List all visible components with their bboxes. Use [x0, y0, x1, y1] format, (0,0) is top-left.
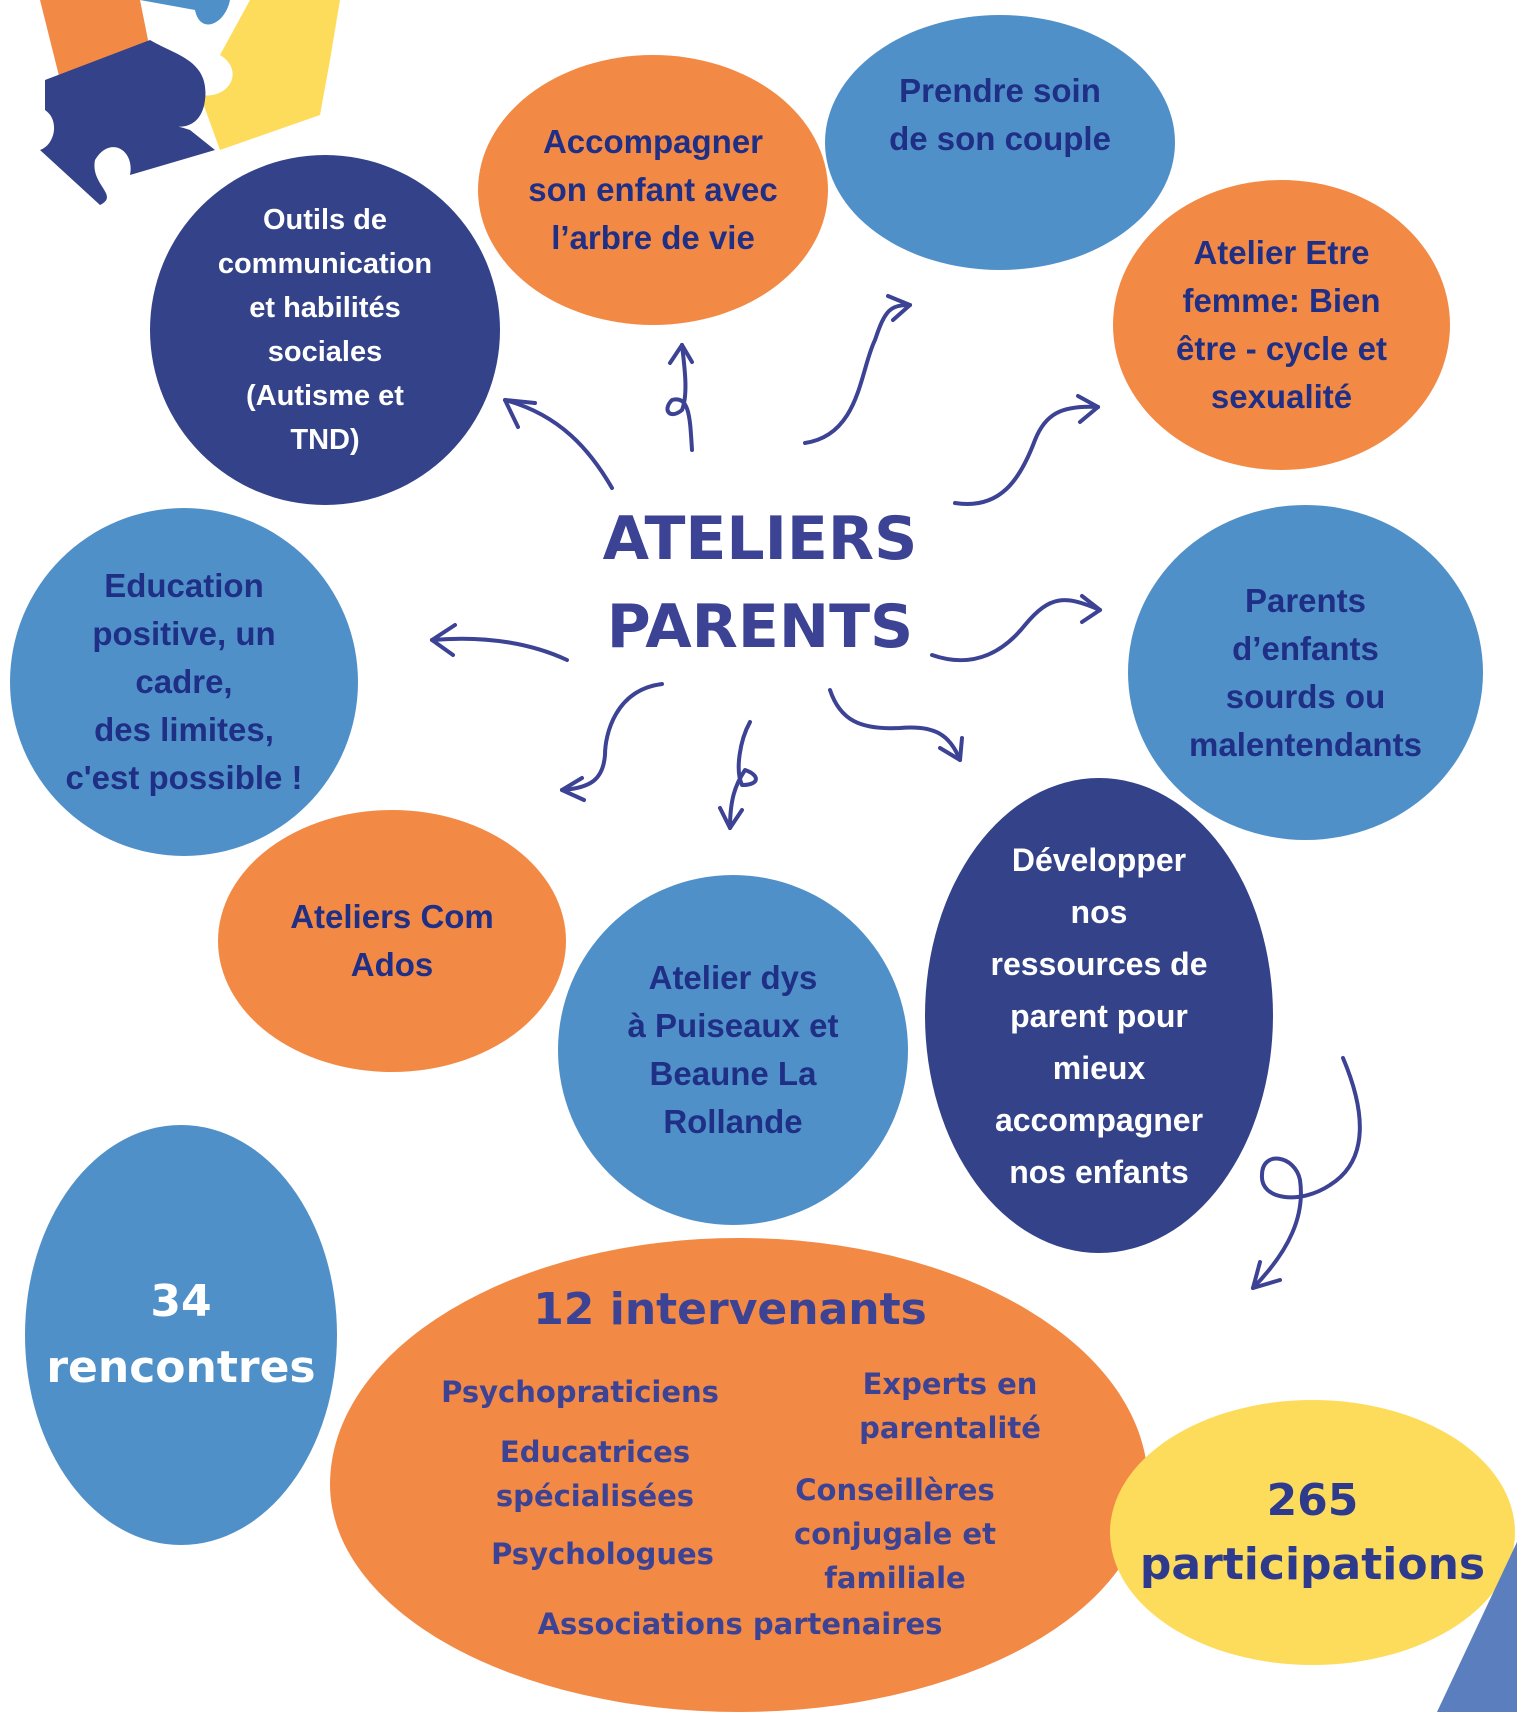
bubble-ados-label: Ateliers Com Ados	[290, 898, 494, 983]
role-associations: Associations partenaires	[537, 1607, 943, 1641]
bubble-couple: Prendre soin de son couple	[825, 15, 1175, 270]
bubble-etre-femme: Atelier Etre femme: Bien être - cycle et…	[1113, 180, 1450, 470]
bubble-parents-sourds-label: Parents d’enfants sourds ou malentendant…	[1189, 581, 1422, 763]
role-educatrices: Educatrices spécialisées	[495, 1435, 695, 1513]
role-experts: Experts en parentalité	[859, 1367, 1041, 1445]
bubble-parents-sourds: Parents d’enfants sourds ou malentendant…	[1128, 505, 1483, 840]
bubble-outils-label: Outils de communication et habilités soc…	[217, 204, 433, 456]
bubble-developper-ressources: Développer nos ressources de parent pour…	[925, 778, 1273, 1253]
bubble-outils-communication: Outils de communication et habilités soc…	[150, 155, 500, 505]
bubble-intervenants	[330, 1238, 1148, 1712]
stat-rencontres: 34 rencontres	[25, 1125, 337, 1545]
intervenants-title: 12 intervenants	[533, 1284, 927, 1335]
corner-decoration	[1437, 1542, 1517, 1712]
bubble-etre-femme-label: Atelier Etre femme: Bien être - cycle et…	[1176, 234, 1387, 415]
puzzle-icon	[40, 0, 340, 205]
bubble-ateliers-com-ados: Ateliers Com Ados	[218, 810, 566, 1072]
role-conseilleres: Conseillères conjugale et familiale	[794, 1473, 996, 1595]
bubble-accompagner-label: Accompagner son enfant avec l’arbre de v…	[528, 123, 778, 256]
page-title: ATELIERS PARENTS	[602, 504, 918, 662]
role-psychologues: Psychologues	[491, 1537, 714, 1571]
role-psychopraticiens: Psychopraticiens	[441, 1375, 719, 1409]
bubble-atelier-dys: Atelier dys à Puiseaux et Beaune La Roll…	[558, 875, 908, 1225]
bubble-accompagner: Accompagner son enfant avec l’arbre de v…	[478, 55, 828, 325]
stat-participations-label: 265 participations	[1139, 1474, 1486, 1590]
bubble-education-label: Education positive, un cadre, des limite…	[65, 567, 303, 796]
bubble-dys-label: Atelier dys à Puiseaux et Beaune La Roll…	[627, 959, 839, 1140]
bubble-developper-label: Développer nos ressources de parent pour…	[990, 841, 1208, 1190]
bubble-education-positive: Education positive, un cadre, des limite…	[10, 508, 358, 856]
bubble-couple-label: Prendre soin de son couple	[889, 72, 1111, 157]
stat-participations: 265 participations	[1110, 1400, 1515, 1665]
stat-rencontres-label: 34 rencontres	[46, 1276, 316, 1393]
